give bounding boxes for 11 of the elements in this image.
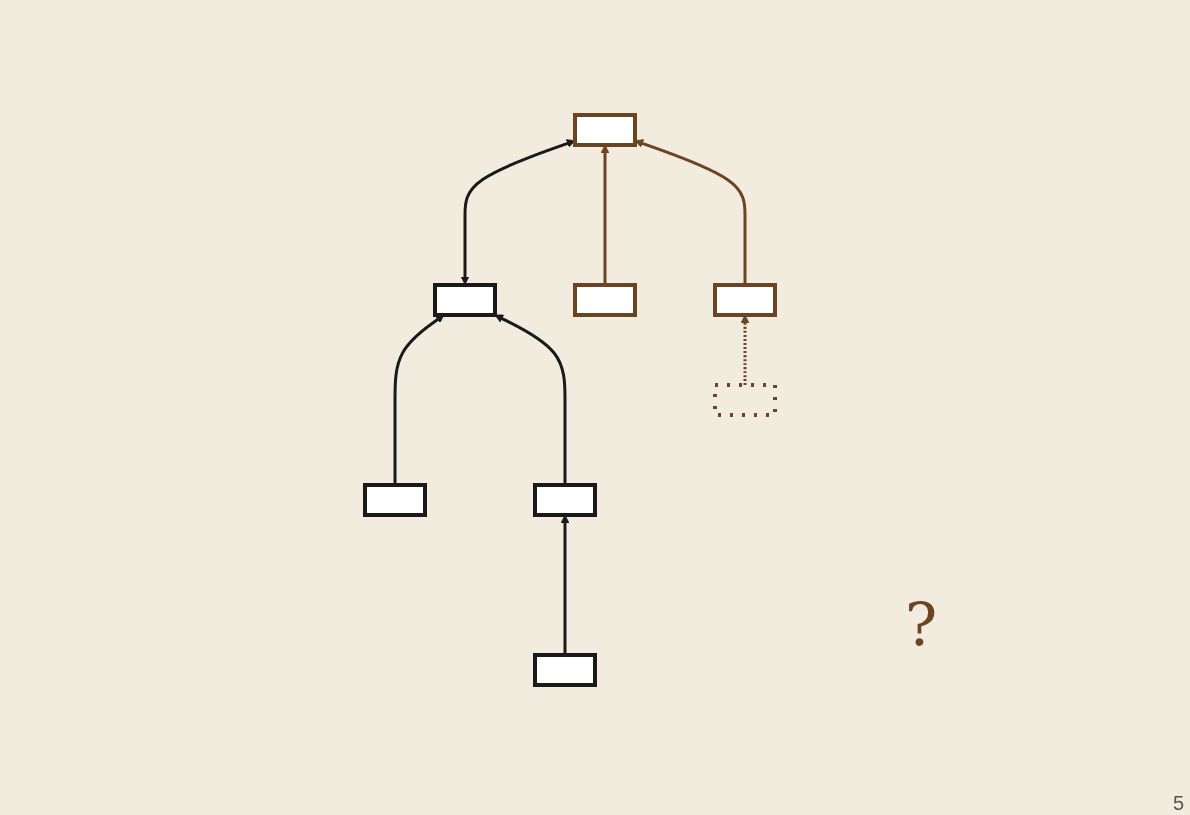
- question-mark-note: ?: [905, 590, 938, 660]
- page-number: 5: [1172, 792, 1184, 815]
- node-box: [533, 483, 597, 517]
- node-box: [363, 483, 427, 517]
- node-box: [713, 383, 777, 417]
- node-box: [533, 653, 597, 687]
- node-box: [713, 283, 777, 317]
- arrow: [494, 314, 567, 485]
- node-box: [573, 113, 637, 147]
- node-box: [433, 283, 497, 317]
- node-box: [573, 283, 637, 317]
